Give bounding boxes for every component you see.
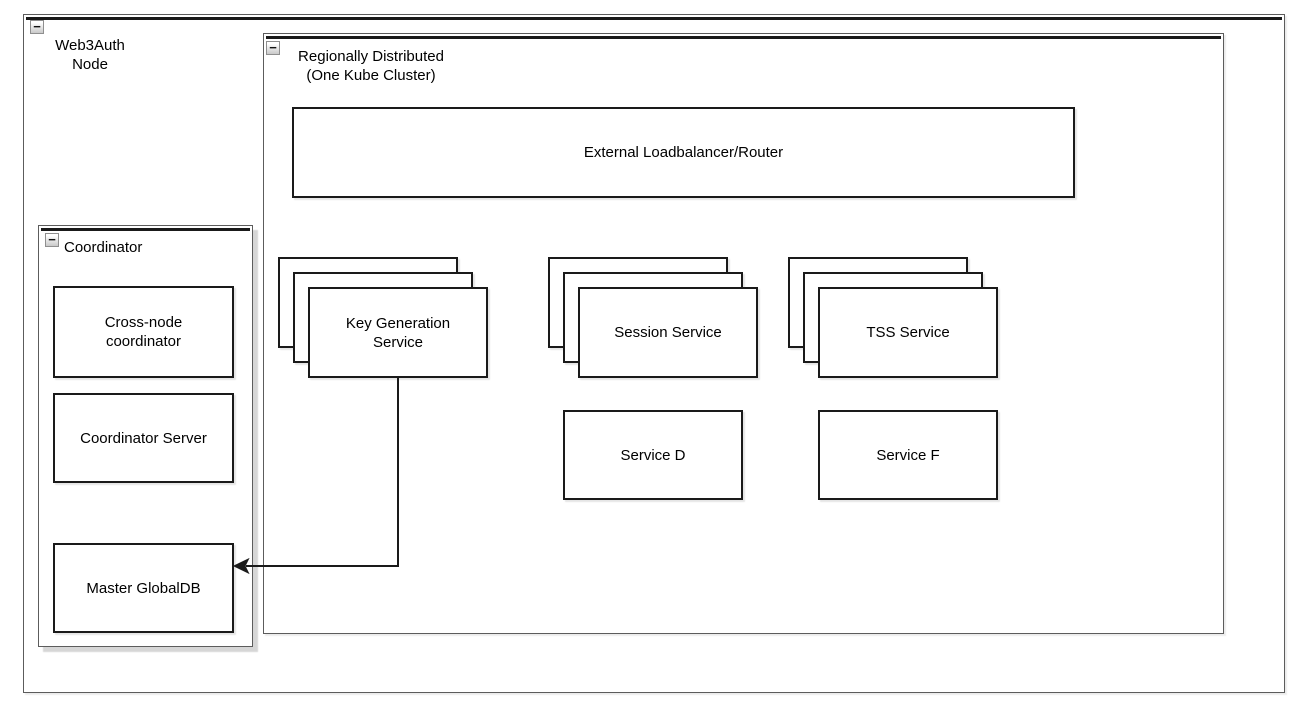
container-title-line: Regionally Distributed bbox=[298, 48, 444, 65]
node-external-loadbalancer[interactable]: External Loadbalancer/Router bbox=[292, 107, 1075, 198]
node-label: Service D bbox=[620, 446, 686, 464]
node-key-generation-service[interactable]: Key Generation Service bbox=[308, 287, 488, 378]
node-label: coordinator bbox=[105, 333, 182, 350]
container-top-border bbox=[26, 17, 1282, 20]
collapse-icon[interactable]: − bbox=[30, 20, 44, 34]
node-master-globaldb[interactable]: Master GlobalDB bbox=[53, 543, 234, 633]
node-label: Service F bbox=[876, 446, 940, 464]
container-title-web3auth: Web3Auth Node bbox=[28, 36, 152, 74]
collapse-icon[interactable]: − bbox=[45, 233, 59, 247]
container-title-line: Node bbox=[72, 56, 108, 73]
node-label: Cross-node bbox=[104, 314, 183, 331]
container-top-border bbox=[266, 36, 1221, 39]
node-session-service[interactable]: Session Service bbox=[578, 287, 758, 378]
node-tss-service[interactable]: TSS Service bbox=[818, 287, 998, 378]
container-title-regionally-distributed: Regionally Distributed (One Kube Cluster… bbox=[290, 47, 452, 85]
collapse-icon[interactable]: − bbox=[266, 41, 280, 55]
node-label: Coordinator Server bbox=[80, 429, 207, 447]
container-top-border bbox=[41, 228, 250, 231]
node-service-d[interactable]: Service D bbox=[563, 410, 743, 500]
container-title-line: Web3Auth bbox=[55, 37, 125, 54]
node-label: Service bbox=[372, 333, 424, 351]
node-label: External Loadbalancer/Router bbox=[583, 144, 784, 161]
node-label: TSS Service bbox=[866, 324, 950, 341]
node-coordinator-server[interactable]: Coordinator Server bbox=[53, 393, 234, 483]
node-cross-node-coordinator[interactable]: Cross-node coordinator bbox=[53, 286, 234, 378]
node-label: Master GlobalDB bbox=[86, 579, 201, 597]
container-title-coordinator: Coordinator bbox=[64, 239, 143, 256]
node-label: Key Generation bbox=[345, 314, 451, 332]
node-label: Session Service bbox=[614, 324, 722, 341]
node-service-f[interactable]: Service F bbox=[818, 410, 998, 500]
container-title-line: (One Kube Cluster) bbox=[306, 67, 436, 84]
